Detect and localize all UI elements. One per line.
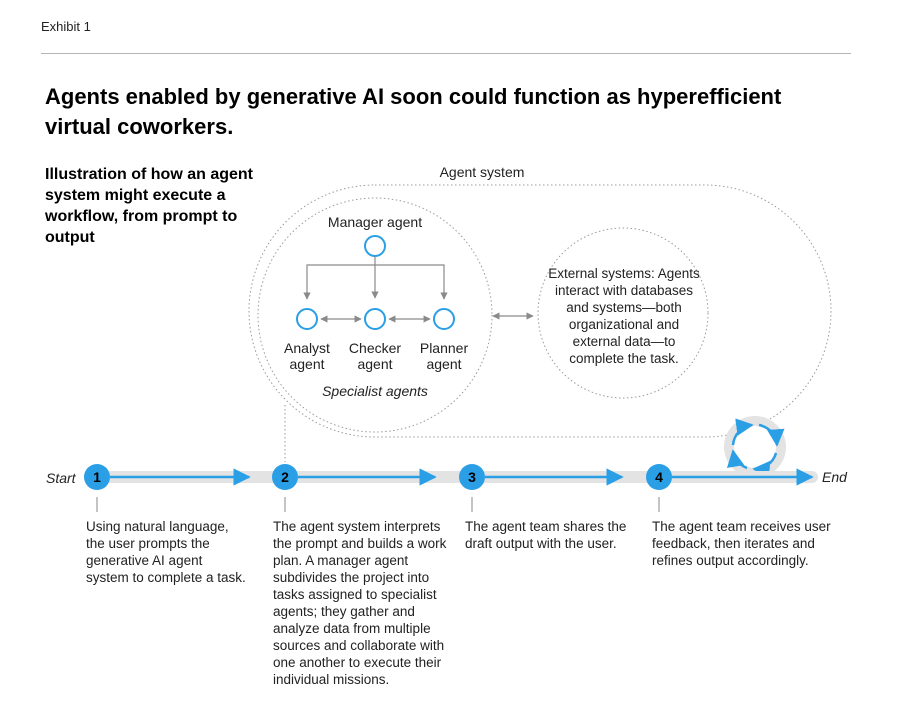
planner-agent-node <box>433 308 455 330</box>
timeline-end-label: End <box>822 469 847 485</box>
specialist-agents-caption: Specialist agents <box>322 383 428 399</box>
planner-agent-label: Planner agent <box>419 340 469 372</box>
step-2-description: The agent system interprets the prompt a… <box>273 519 447 687</box>
headline: Agents enabled by generative AI soon cou… <box>45 84 782 139</box>
manager-agent-node <box>364 235 386 257</box>
step-4-node: 4 <box>646 464 672 490</box>
step-3-number: 3 <box>468 469 476 485</box>
step-1-node: 1 <box>84 464 110 490</box>
iteration-loop-icon <box>724 416 786 479</box>
step-3-node: 3 <box>459 464 485 490</box>
external-systems-label: External systems: Agents interact with d… <box>548 266 700 366</box>
external-systems-circle <box>537 227 709 399</box>
step-1-number: 1 <box>93 469 101 485</box>
analyst-agent-label: Analyst agent <box>284 340 330 372</box>
step-1-description: Using natural language, the user prompts… <box>86 519 246 585</box>
agents-circle <box>257 197 493 433</box>
step-2-number: 2 <box>281 469 289 485</box>
top-divider <box>41 53 851 54</box>
manager-agent-label: Manager agent <box>327 214 423 230</box>
agent-system-boundary <box>248 184 832 438</box>
analyst-agent-node <box>296 308 318 330</box>
subhead: Illustration of how an agent system migh… <box>45 166 253 246</box>
checker-agent-node <box>364 308 386 330</box>
step-4-number: 4 <box>655 469 663 485</box>
step-4-description: The agent team receives user feedback, t… <box>652 519 831 568</box>
exhibit-label: Exhibit 1 <box>41 19 91 34</box>
step-2-node: 2 <box>272 464 298 490</box>
step-3-description: The agent team shares the draft output w… <box>465 519 627 551</box>
timeline-start-label: Start <box>46 470 76 486</box>
agent-system-title: Agent system <box>439 164 525 180</box>
checker-agent-label: Checker agent <box>348 340 402 372</box>
